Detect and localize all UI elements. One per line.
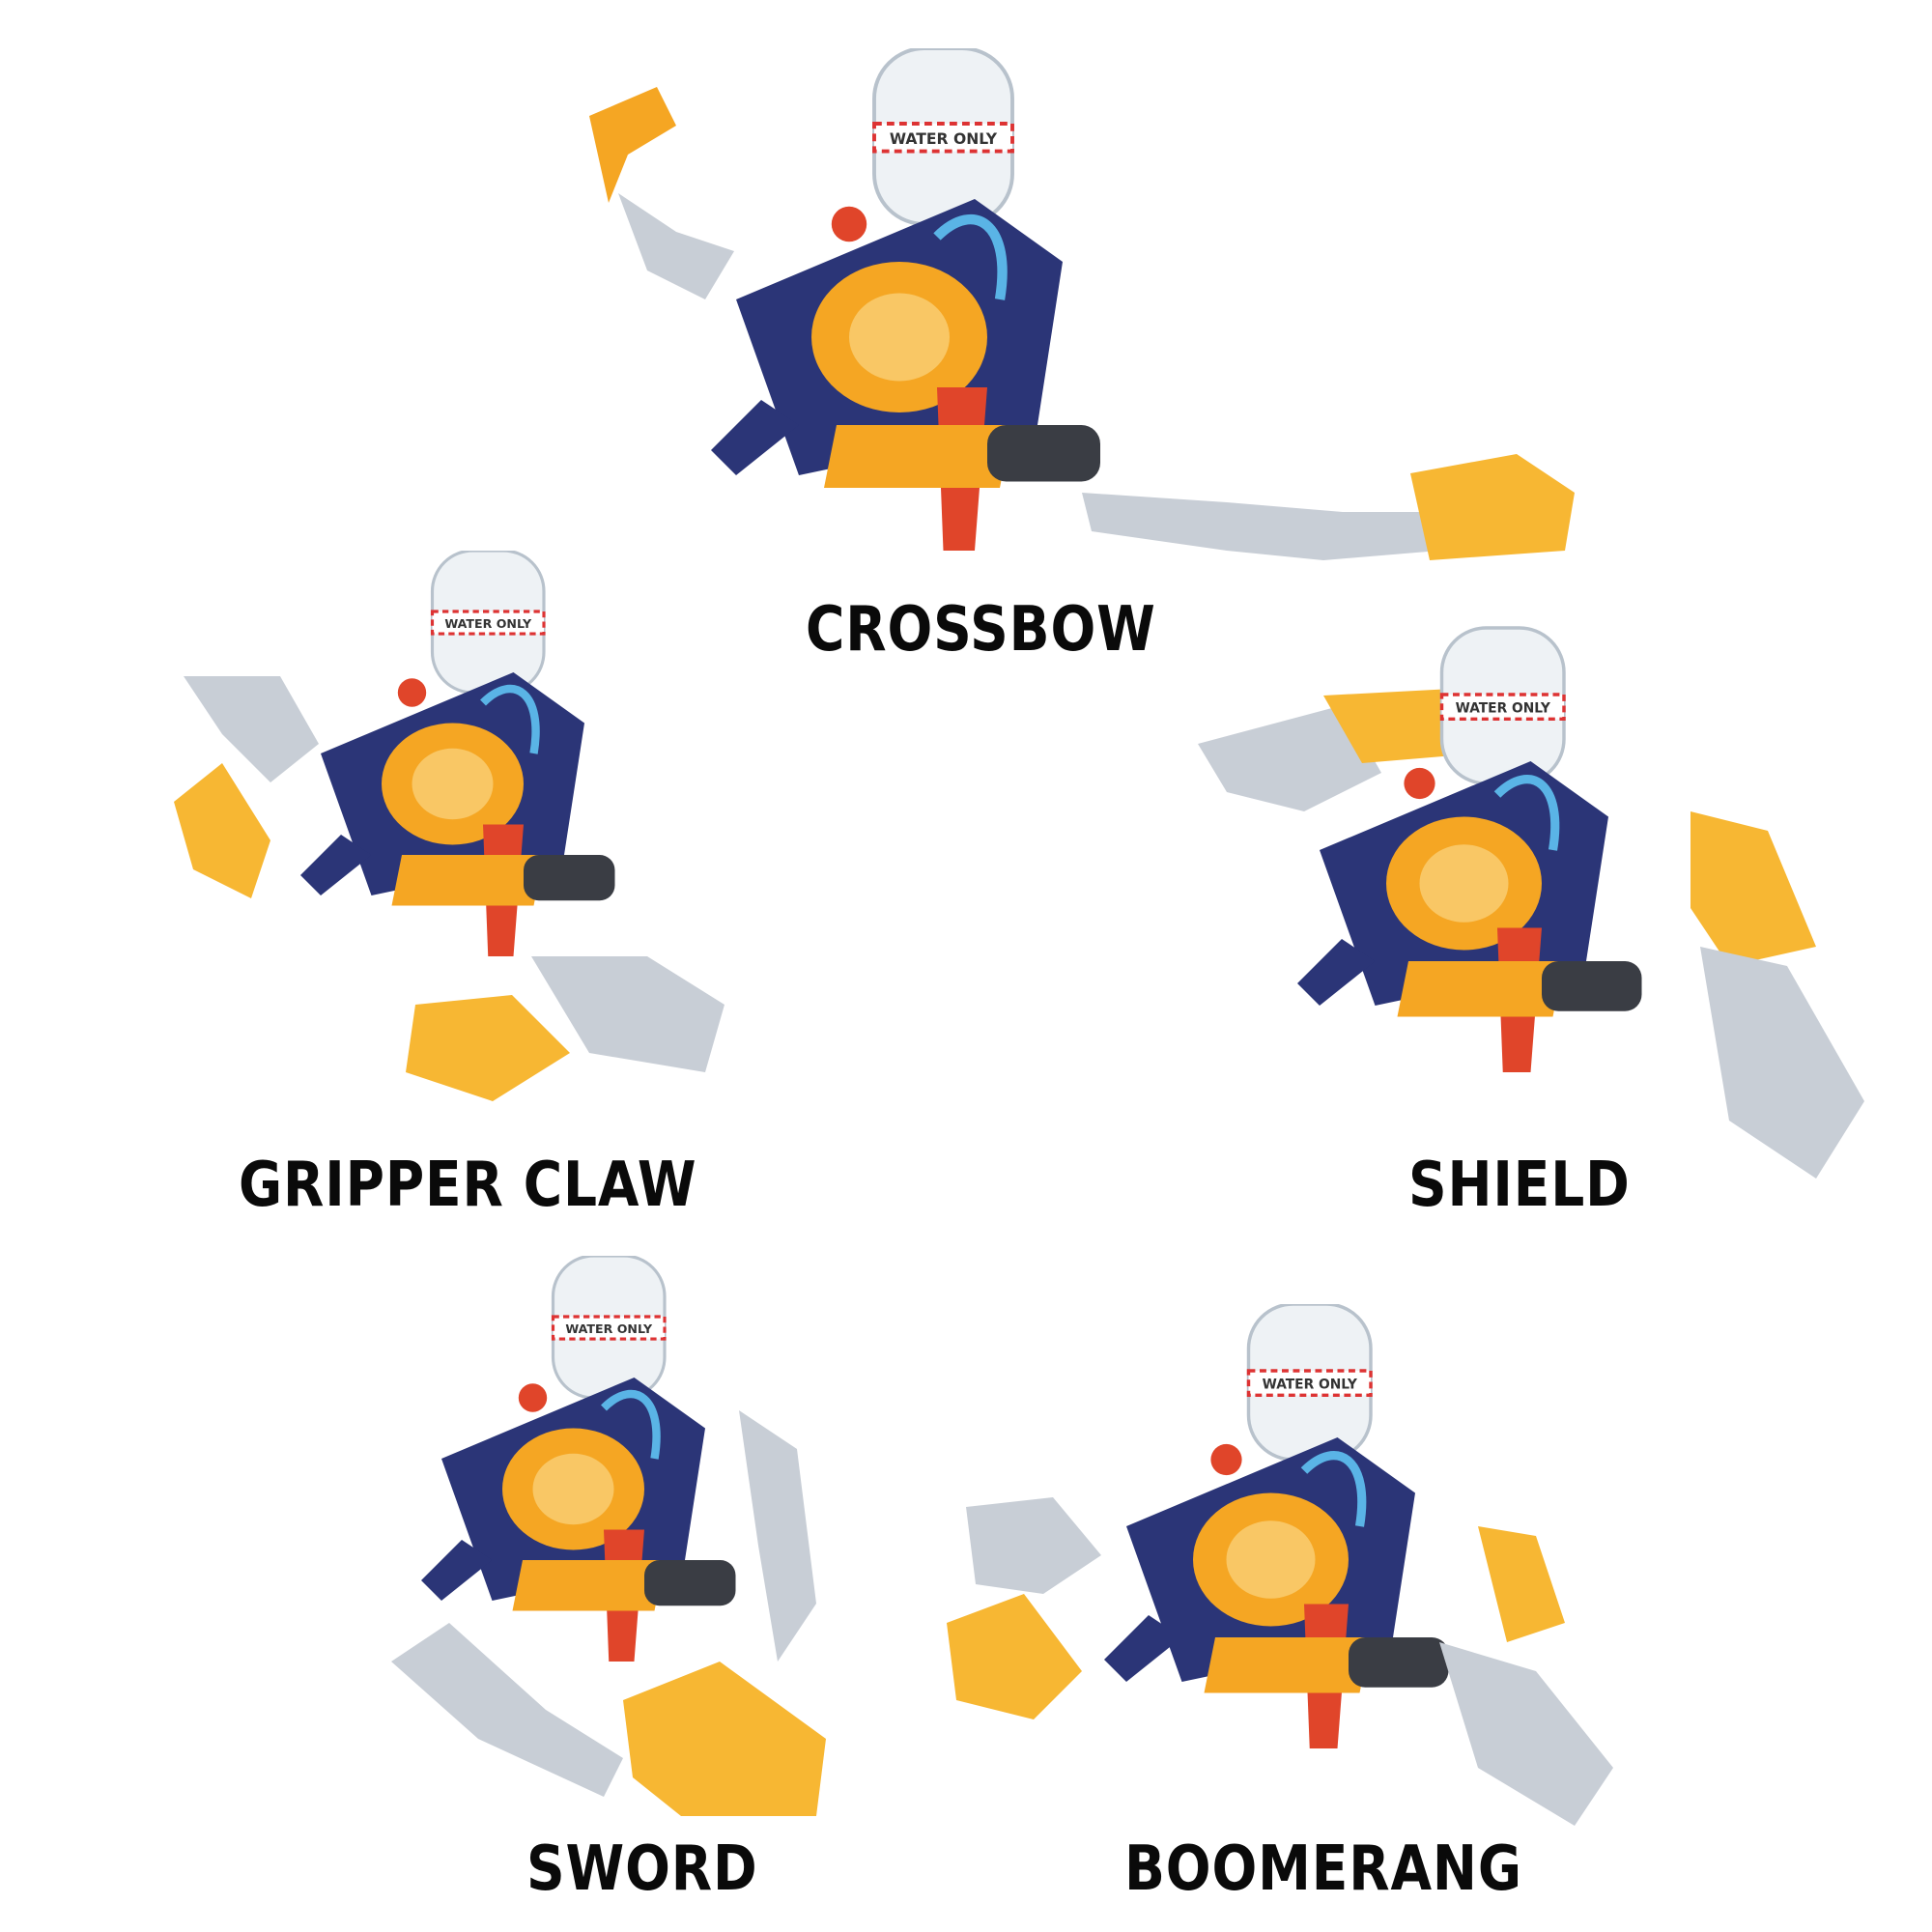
boomerang-label: BOOMERANG <box>1124 1833 1522 1905</box>
tank-label: WATER ONLY <box>1456 700 1551 716</box>
sword-label: SWORD <box>526 1833 758 1905</box>
tank-label: WATER ONLY <box>890 130 998 148</box>
shield-label: SHIELD <box>1408 1150 1631 1221</box>
tank-label: WATER ONLY <box>1263 1377 1358 1392</box>
crossbow-toy-image: WATER ONLY <box>589 48 1575 560</box>
sword-toy-image: WATER ONLY <box>391 1256 826 1816</box>
tank-label: WATER ONLY <box>565 1321 653 1336</box>
crossbow-label: CROSSBOW <box>806 594 1156 666</box>
gripper-claw-toy-image: WATER ONLY <box>174 551 724 1101</box>
shield-toy-image: WATER ONLY <box>1198 618 1864 1179</box>
tank-label: WATER ONLY <box>444 616 532 631</box>
boomerang-toy-image: WATER ONLY <box>947 1304 1613 1826</box>
gripper-claw-label: GRIPPER CLAW <box>239 1150 697 1221</box>
